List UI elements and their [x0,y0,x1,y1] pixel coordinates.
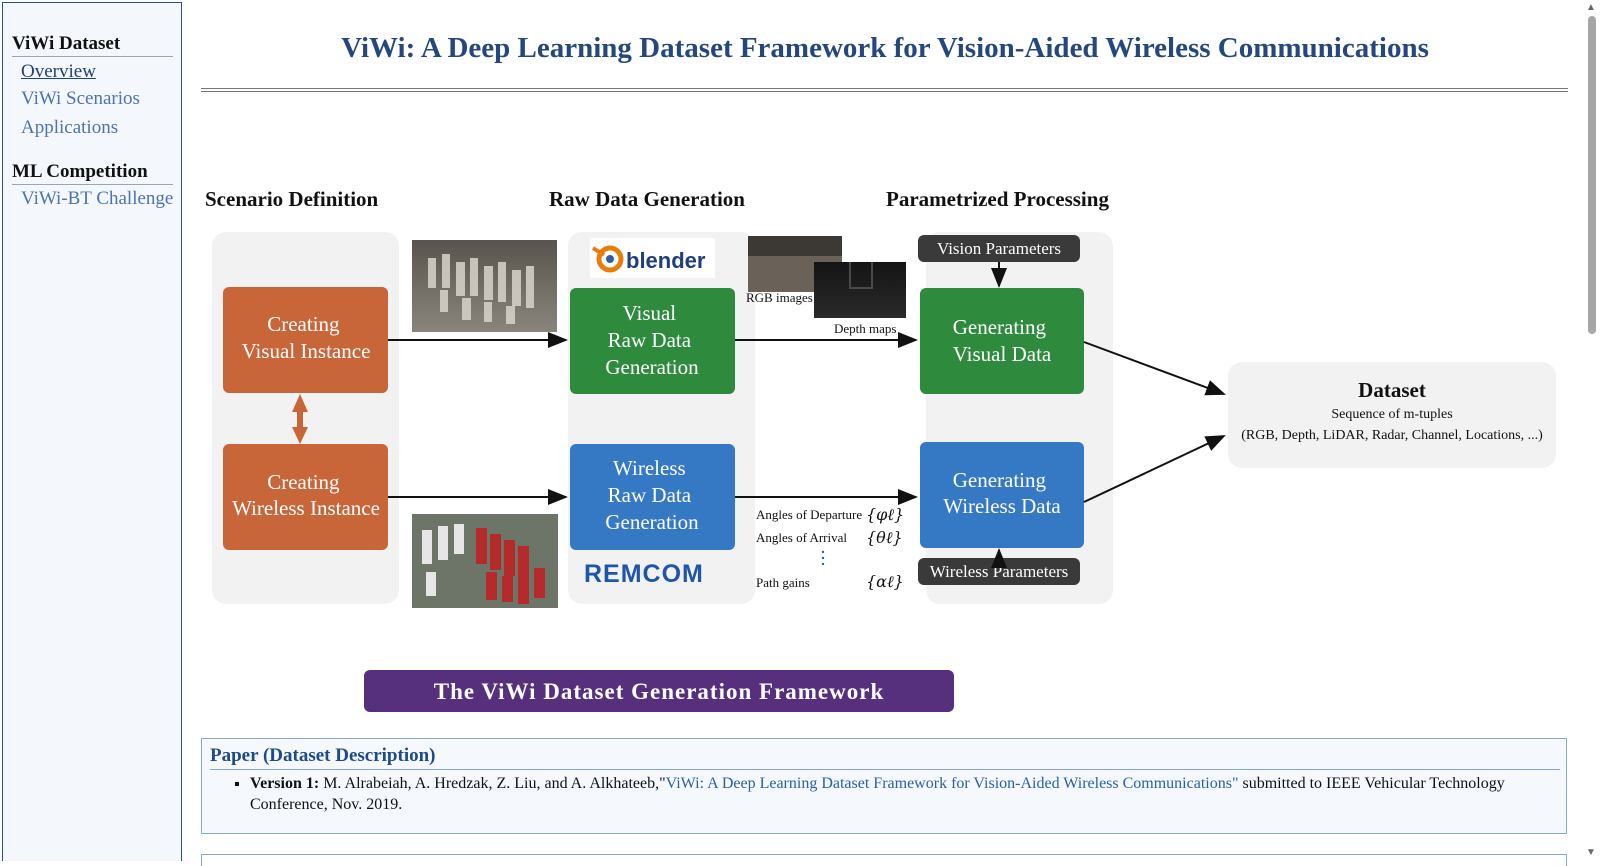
path-gains-label: Path gains [756,575,810,590]
svg-text:Creating Visual Instance: Creating Visual Instance [242,312,371,363]
sidebar-item-viwi-scenarios[interactable]: ViWi Scenarios [21,88,140,109]
vision-parameters-box [918,235,1080,262]
depth-maps-label: Depth maps [834,321,896,336]
generating-wireless-data-box [920,442,1084,548]
sidebar-nav: ViWi Dataset Overview ViWi Scenarios App… [2,2,182,861]
dataset-subtitle-2: (RGB, Depth, LiDAR, Radar, Channel, Loca… [1241,428,1543,443]
creating-wireless-instance-box [223,444,388,550]
wireless-city-image [412,514,558,608]
gains-symbol: {αℓ} [866,572,904,591]
departure-symbol: {φℓ} [866,505,904,524]
scroll-down-icon[interactable]: ▼ [1586,847,1596,858]
sidebar-heading-viwi-dataset: ViWi Dataset [12,33,173,57]
paper-heading: Paper (Dataset Description) [210,743,1560,770]
svg-text:Creating Wireless Instance: Creating Wireless Instance [232,470,380,520]
blender-logo: blender [590,238,715,278]
svg-text:Generating Wireless Data: Generating Wireless Data [943,468,1061,518]
next-section-box [201,854,1567,866]
paper-list-item: Version 1: M. Alrabeiah, A. Hredzak, Z. … [250,773,1540,815]
framework-banner-text: The ViWi Dataset Generation Framework [434,679,885,704]
creating-visual-instance-box [223,287,388,393]
stage-title-parametrized-processing: Parametrized Processing [886,187,1109,211]
depth-map-thumbnail [814,262,906,318]
rgb-images-label: RGB images [746,290,813,305]
paper-authors: M. Alrabeiah, A. Hredzak, Z. Liu, and A.… [323,775,666,792]
sidebar-item-viwi-bt-challenge[interactable]: ViWi-BT Challenge [21,188,174,209]
angles-of-arrival-label: Angles of Arrival [756,530,847,545]
ellipsis-dots-icon [821,550,825,566]
page-title: ViWi: A Deep Learning Dataset Framework … [341,32,1429,64]
framework-banner [364,670,954,712]
visual-city-image [412,240,557,332]
wireless-raw-line2: Raw Data [608,483,692,507]
svg-text:Generating Visual Data: Generating Visual Data [953,315,1052,366]
stage-title-raw-data-generation: Raw Data Generation [549,187,745,211]
processing-panel [926,232,1113,604]
sidebar-item-applications[interactable]: Applications [21,117,119,138]
remcom-logo: REMCOM [584,560,704,588]
page-scrollbar[interactable]: ▲ ▼ [1582,0,1600,861]
vision-parameters-label: Vision Parameters [937,239,1061,258]
paper-title-link[interactable]: ViWi: A Deep Learning Dataset Framework … [665,775,1239,792]
visual-raw-line2: Raw Data [608,328,692,352]
creating-visual-line1: Creating [267,312,340,336]
sidebar-item-overview[interactable]: Overview [21,61,96,82]
visual-raw-line1: Visual [623,301,677,325]
wireless-parameters-box [918,558,1080,585]
paper-section: Paper (Dataset Description) Version 1: M… [201,738,1567,834]
wireless-raw-data-generation-box [570,444,735,550]
creating-wireless-line1: Creating [267,470,340,494]
flow-arrows [388,262,1226,568]
blender-logo-text: blender [626,248,706,273]
gen-visual-line2: Visual Data [953,342,1052,366]
dataset-panel [1228,362,1556,468]
wireless-raw-line3: Generation [605,510,699,534]
stage-title-scenario-definition: Scenario Definition [205,187,379,211]
wireless-raw-line1: Wireless [613,456,686,480]
visual-raw-data-generation-box [570,288,735,394]
paper-venue: submitted to IEEE Vehicular Technology C… [250,775,1505,813]
svg-text:Visual Raw Data Genera: Visual Raw Data Generation [605,301,699,379]
gen-visual-line1: Generating [953,315,1047,339]
visual-raw-line3: Generation [605,355,699,379]
version-label: Version 1: [250,775,320,792]
creating-visual-line2: Visual Instance [242,339,371,363]
arrival-symbol: {θℓ} [866,528,903,547]
creating-wireless-line2: Wireless Instance [232,496,380,520]
gen-wireless-line2: Wireless Data [943,494,1061,518]
scroll-up-icon[interactable]: ▲ [1586,2,1596,13]
paper-list: Version 1: M. Alrabeiah, A. Hredzak, Z. … [250,773,1540,815]
gen-wireless-line1: Generating [953,468,1047,492]
svg-text:Wireless Raw Data Gene: Wireless Raw Data Generation [605,456,699,534]
sidebar-heading-ml-competition: ML Competition [12,161,173,185]
double-arrow-icon [292,394,308,444]
dataset-title: Dataset [1358,378,1426,402]
dataset-subtitle-1: Sequence of m-tuples [1331,407,1452,422]
framework-figure: Scenario Definition Raw Data Generation … [205,187,1556,712]
angles-of-departure-label: Angles of Departure [756,507,862,522]
wireless-parameters-label: Wireless Parameters [930,562,1069,581]
title-divider [201,88,1568,92]
generating-visual-data-box [920,288,1084,394]
scrollbar-thumb[interactable] [1588,16,1596,334]
